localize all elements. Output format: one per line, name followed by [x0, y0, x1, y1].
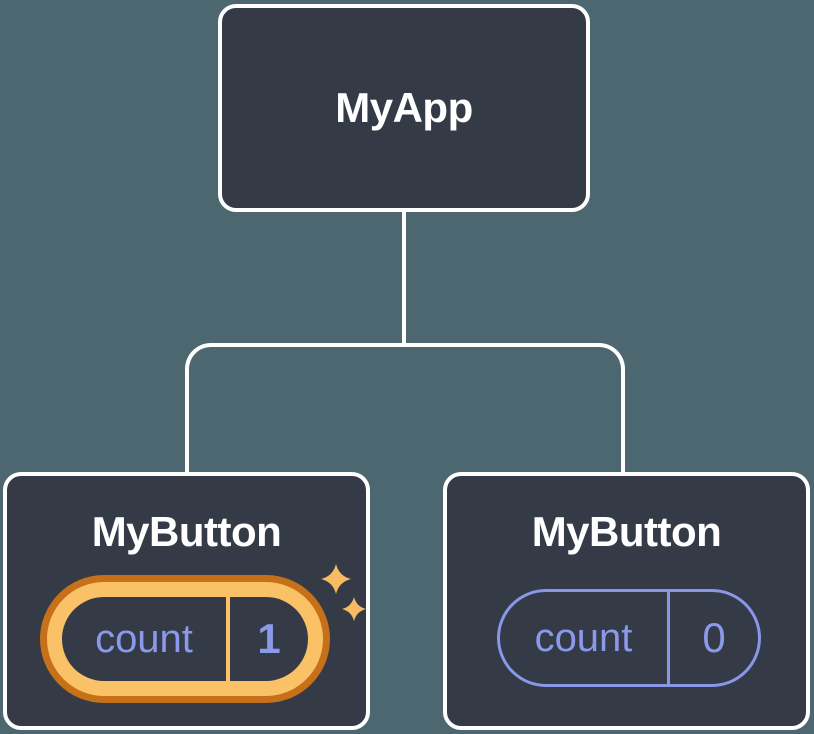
connector-root-stem: [402, 210, 406, 346]
root-component-label: MyApp: [335, 84, 473, 131]
state-pill: count 0: [497, 589, 761, 687]
state-pill-divider: [226, 597, 230, 681]
state-pill-highlight-ring: count 1: [47, 582, 323, 696]
state-pill-body: count 1: [62, 597, 308, 681]
sparkles-icon: [321, 564, 366, 621]
state-pill-divider: [667, 592, 670, 684]
child-component-label: MyButton: [91, 508, 282, 555]
connector-branch-bracket: [185, 343, 625, 474]
root-component-node: MyApp: [218, 4, 590, 212]
child-component-node: MyButton count 0: [443, 472, 810, 730]
child-component-node-highlighted: MyButton count 1: [3, 472, 370, 730]
state-key-label: count: [95, 616, 193, 661]
state-pill-highlighted: count 1: [40, 575, 330, 703]
child-component-label: MyButton: [531, 508, 722, 555]
state-key-label: count: [534, 615, 633, 660]
state-value: 0: [702, 614, 726, 661]
state-value: 1: [257, 615, 281, 662]
